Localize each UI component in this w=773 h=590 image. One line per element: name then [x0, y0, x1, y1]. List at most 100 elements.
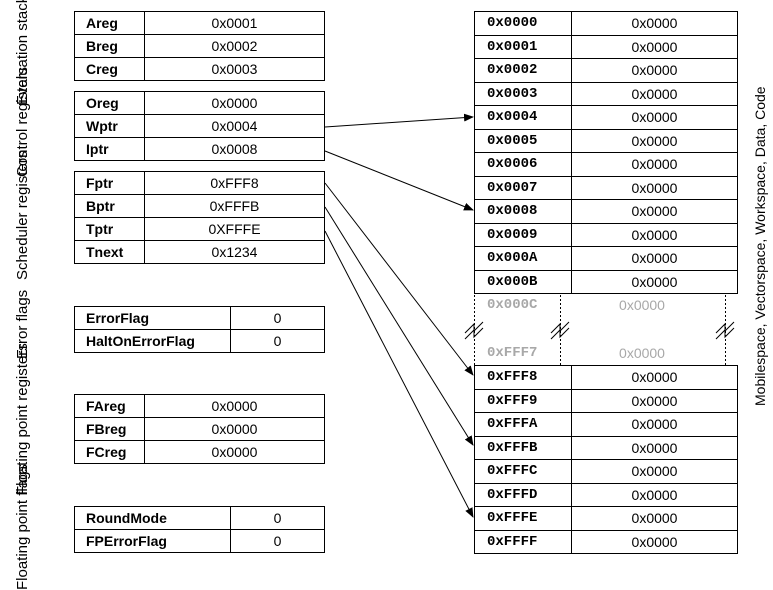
register-row: Bptr 0xFFFB — [74, 194, 325, 218]
memory-address: 0x000B — [474, 269, 572, 294]
register-value: 0x0002 — [144, 34, 325, 58]
memory-address: 0xFFFB — [474, 435, 572, 460]
scheduler-registers-table: Fptr 0xFFF8 Bptr 0xFFFB Tptr 0XFFFE Tnex… — [74, 171, 325, 264]
register-row: Wptr 0x0004 — [74, 114, 325, 138]
memory-value: 0x0000 — [571, 246, 738, 271]
register-value: 0x0000 — [144, 440, 325, 464]
arrow-wptr — [324, 113, 474, 128]
register-row: Breg 0x0002 — [74, 34, 325, 58]
register-row: FBreg 0x0000 — [74, 417, 325, 441]
memory-value: 0x0000 — [571, 81, 738, 106]
memory-value: 0x0000 — [571, 506, 738, 531]
register-value: 0x0000 — [144, 394, 325, 418]
flag-row: RoundMode 0 — [74, 506, 325, 530]
pointer-overlay — [324, 113, 735, 518]
break-mark-icon — [550, 321, 570, 340]
memory-value: 0x0000 — [571, 269, 738, 294]
register-value: 0x0004 — [144, 114, 325, 138]
memory-address: 0xFFFC — [474, 459, 572, 484]
memory-faded-value-top: 0x0000 — [619, 297, 665, 313]
register-value: 0x0000 — [144, 417, 325, 441]
memory-gap: 0x000C 0x0000 0xFFF7 0x0000 — [474, 295, 726, 365]
register-value: 0x1234 — [144, 240, 325, 264]
flag-name: ErrorFlag — [74, 306, 231, 330]
memory-value: 0x0000 — [571, 482, 738, 507]
error-flags-table: ErrorFlag 0 HaltOnErrorFlag 0 — [74, 306, 325, 353]
memory-address: 0xFFFE — [474, 506, 572, 531]
register-value: 0xFFF8 — [144, 171, 325, 195]
memory-value: 0x0000 — [571, 435, 738, 460]
flag-row: FPErrorFlag 0 — [74, 529, 325, 553]
memory-value: 0x0000 — [571, 175, 738, 200]
memory-value: 0x0000 — [571, 58, 738, 83]
memory-address: 0xFFFF — [474, 529, 572, 554]
register-name: Wptr — [74, 114, 145, 138]
memory-address: 0xFFF9 — [474, 388, 572, 413]
break-mark-icon — [715, 321, 735, 340]
evaluation-stack-table: Areg 0x0001 Breg 0x0002 Creg 0x0003 — [74, 11, 325, 81]
register-row: FCreg 0x0000 — [74, 440, 325, 464]
break-mark-icon — [464, 321, 484, 340]
flag-name: FPErrorFlag — [74, 529, 231, 553]
register-name: Areg — [74, 11, 145, 35]
memory-address: 0x0003 — [474, 81, 572, 106]
memory-value: 0x0000 — [571, 529, 738, 554]
flag-name: HaltOnErrorFlag — [74, 329, 231, 353]
flag-value: 0 — [230, 529, 325, 553]
floating-point-flags-table: RoundMode 0 FPErrorFlag 0 — [74, 506, 325, 553]
floating-point-registers-table: FAreg 0x0000 FBreg 0x0000 FCreg 0x0000 — [74, 394, 325, 464]
register-value: 0x0000 — [144, 91, 325, 115]
memory-value: 0x0000 — [571, 388, 738, 413]
memory-address: 0xFFFA — [474, 412, 572, 437]
register-name: Bptr — [74, 194, 145, 218]
flag-value: 0 — [230, 329, 325, 353]
control-registers-table: Oreg 0x0000 Wptr 0x0004 Iptr 0x0008 — [74, 91, 325, 161]
memory-value: 0x0000 — [571, 412, 738, 437]
arrow-bptr — [324, 206, 474, 446]
memory-address: 0x0004 — [474, 105, 572, 130]
arrow-fptr — [324, 182, 474, 376]
register-row: Areg 0x0001 — [74, 11, 325, 35]
flag-row: HaltOnErrorFlag 0 — [74, 329, 325, 353]
register-value: 0x0001 — [144, 11, 325, 35]
memory-address: 0x0005 — [474, 128, 572, 153]
memory-address: 0xFFFD — [474, 482, 572, 507]
memory-value: 0x0000 — [571, 105, 738, 130]
memory-address: 0x0002 — [474, 58, 572, 83]
register-name: Tnext — [74, 240, 145, 264]
memory-address: 0x000A — [474, 246, 572, 271]
register-row: Creg 0x0003 — [74, 57, 325, 81]
memory-address: 0x0007 — [474, 175, 572, 200]
memory-address: 0x0001 — [474, 34, 572, 59]
memory-faded-value-bottom: 0x0000 — [619, 345, 665, 361]
arrow-iptr — [324, 150, 474, 211]
memory-faded-address-top: 0x000C — [487, 297, 538, 313]
memory-faded-address-bottom: 0xFFF7 — [487, 345, 538, 361]
register-name: FCreg — [74, 440, 145, 464]
register-row: Tnext 0x1234 — [74, 240, 325, 264]
register-row: Iptr 0x0008 — [74, 137, 325, 161]
memory-value: 0x0000 — [571, 459, 738, 484]
memory-value: 0x0000 — [571, 365, 738, 390]
register-value: 0x0008 — [144, 137, 325, 161]
